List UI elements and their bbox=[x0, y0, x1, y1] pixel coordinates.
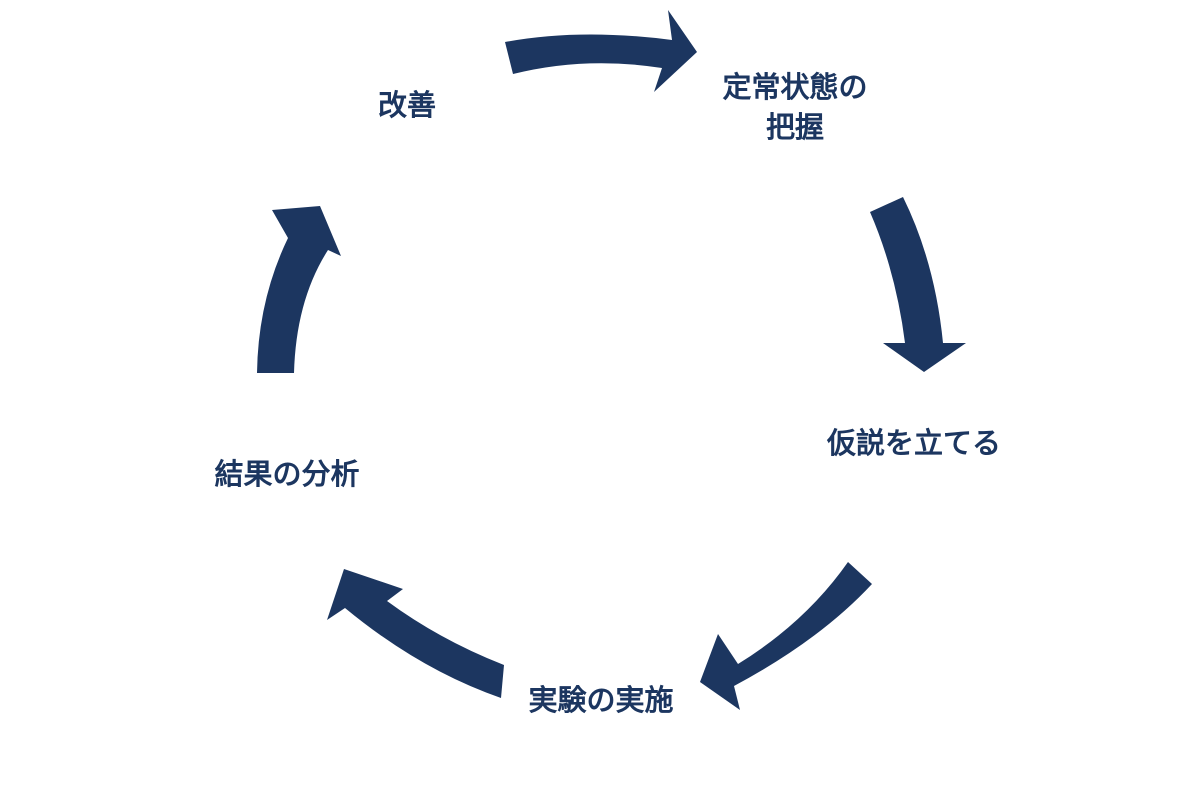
step-understand-line-2: 把握 bbox=[765, 110, 825, 144]
arrow-understand-to-hypothesis-icon bbox=[870, 197, 966, 372]
step-hypothesis-label: 仮説を立てる bbox=[827, 423, 1001, 463]
step-improve-line-1: 改善 bbox=[377, 88, 437, 122]
step-analysis-label: 結果の分析 bbox=[214, 454, 359, 494]
arrow-improve-to-understand-icon bbox=[505, 10, 697, 92]
arrow-analysis-to-improve-icon bbox=[257, 206, 341, 373]
step-hypothesis-line-1: 仮説を立てる bbox=[826, 426, 1002, 460]
arrow-experiment-to-analysis-icon bbox=[327, 569, 504, 698]
arrow-hypothesis-to-experiment-icon bbox=[700, 562, 872, 710]
step-experiment-line-1: 実験の実施 bbox=[528, 683, 674, 717]
step-understand-label: 定常状態の 把握 bbox=[722, 67, 867, 147]
step-understand-line-1: 定常状態の bbox=[722, 70, 868, 104]
step-experiment-label: 実験の実施 bbox=[528, 680, 673, 720]
step-improve-label: 改善 bbox=[378, 85, 436, 125]
step-analysis-line-1: 結果の分析 bbox=[214, 457, 360, 491]
